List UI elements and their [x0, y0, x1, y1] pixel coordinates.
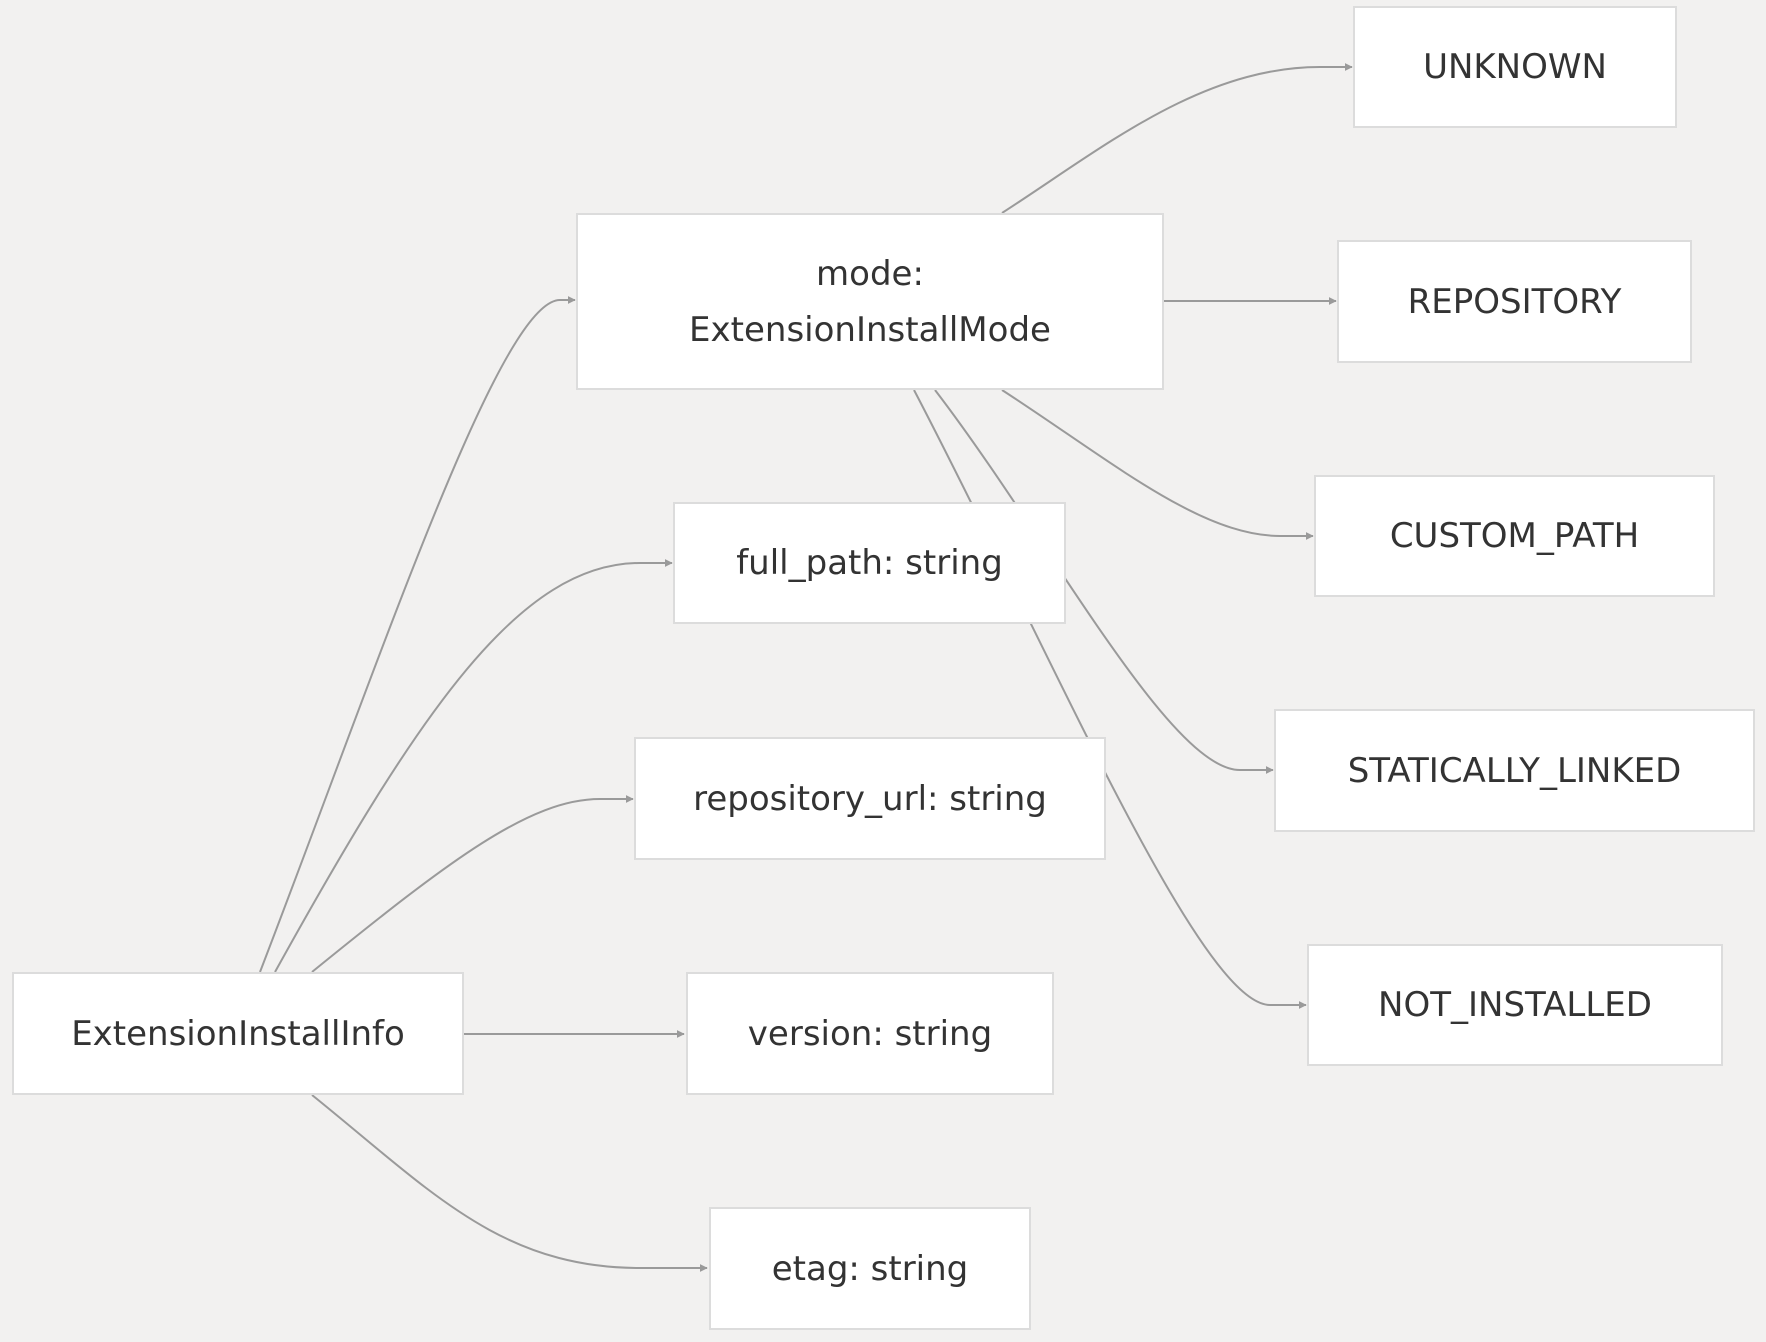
node-label: full_path: string — [736, 543, 1003, 583]
edge-root-to-repository-url — [311, 795, 634, 973]
node-unknown: UNKNOWN — [1353, 6, 1677, 128]
node-label: REPOSITORY — [1407, 281, 1622, 322]
node-label: CUSTOM_PATH — [1389, 516, 1640, 556]
node-repository-url: repository_url: string — [634, 737, 1106, 860]
node-not-installed: NOT_INSTALLED — [1307, 944, 1723, 1066]
node-label: NOT_INSTALLED — [1378, 985, 1652, 1025]
node-label-line-2: ExtensionInstallMode — [689, 309, 1051, 350]
edge-root-to-etag — [311, 1094, 708, 1272]
node-full-path: full_path: string — [673, 502, 1066, 624]
edge-root-to-full-path — [274, 559, 673, 973]
node-statically-linked: STATICALLY_LINKED — [1274, 709, 1755, 832]
edge-root-to-mode — [259, 296, 576, 973]
node-label: version: string — [747, 1013, 993, 1054]
node-label: ExtensionInstallInfo — [71, 1013, 405, 1054]
edge-mode-to-statically-linked — [934, 389, 1274, 774]
node-label: UNKNOWN — [1423, 47, 1607, 87]
node-label: STATICALLY_LINKED — [1347, 750, 1682, 791]
node-label-line-1: mode: — [816, 253, 924, 294]
node-mode: mode: ExtensionInstallMode — [576, 213, 1164, 390]
edge-mode-to-not-installed — [913, 389, 1307, 1009]
edge-mode-to-unknown — [1001, 63, 1353, 214]
node-label: repository_url: string — [693, 778, 1047, 819]
edge-mode-to-custom-path — [1001, 389, 1314, 540]
node-version: version: string — [686, 972, 1054, 1095]
node-repository: REPOSITORY — [1337, 240, 1692, 363]
node-etag: etag: string — [709, 1207, 1031, 1330]
node-custom-path: CUSTOM_PATH — [1314, 475, 1715, 597]
node-extension-install-info: ExtensionInstallInfo — [12, 972, 464, 1095]
node-label: etag: string — [771, 1248, 969, 1289]
